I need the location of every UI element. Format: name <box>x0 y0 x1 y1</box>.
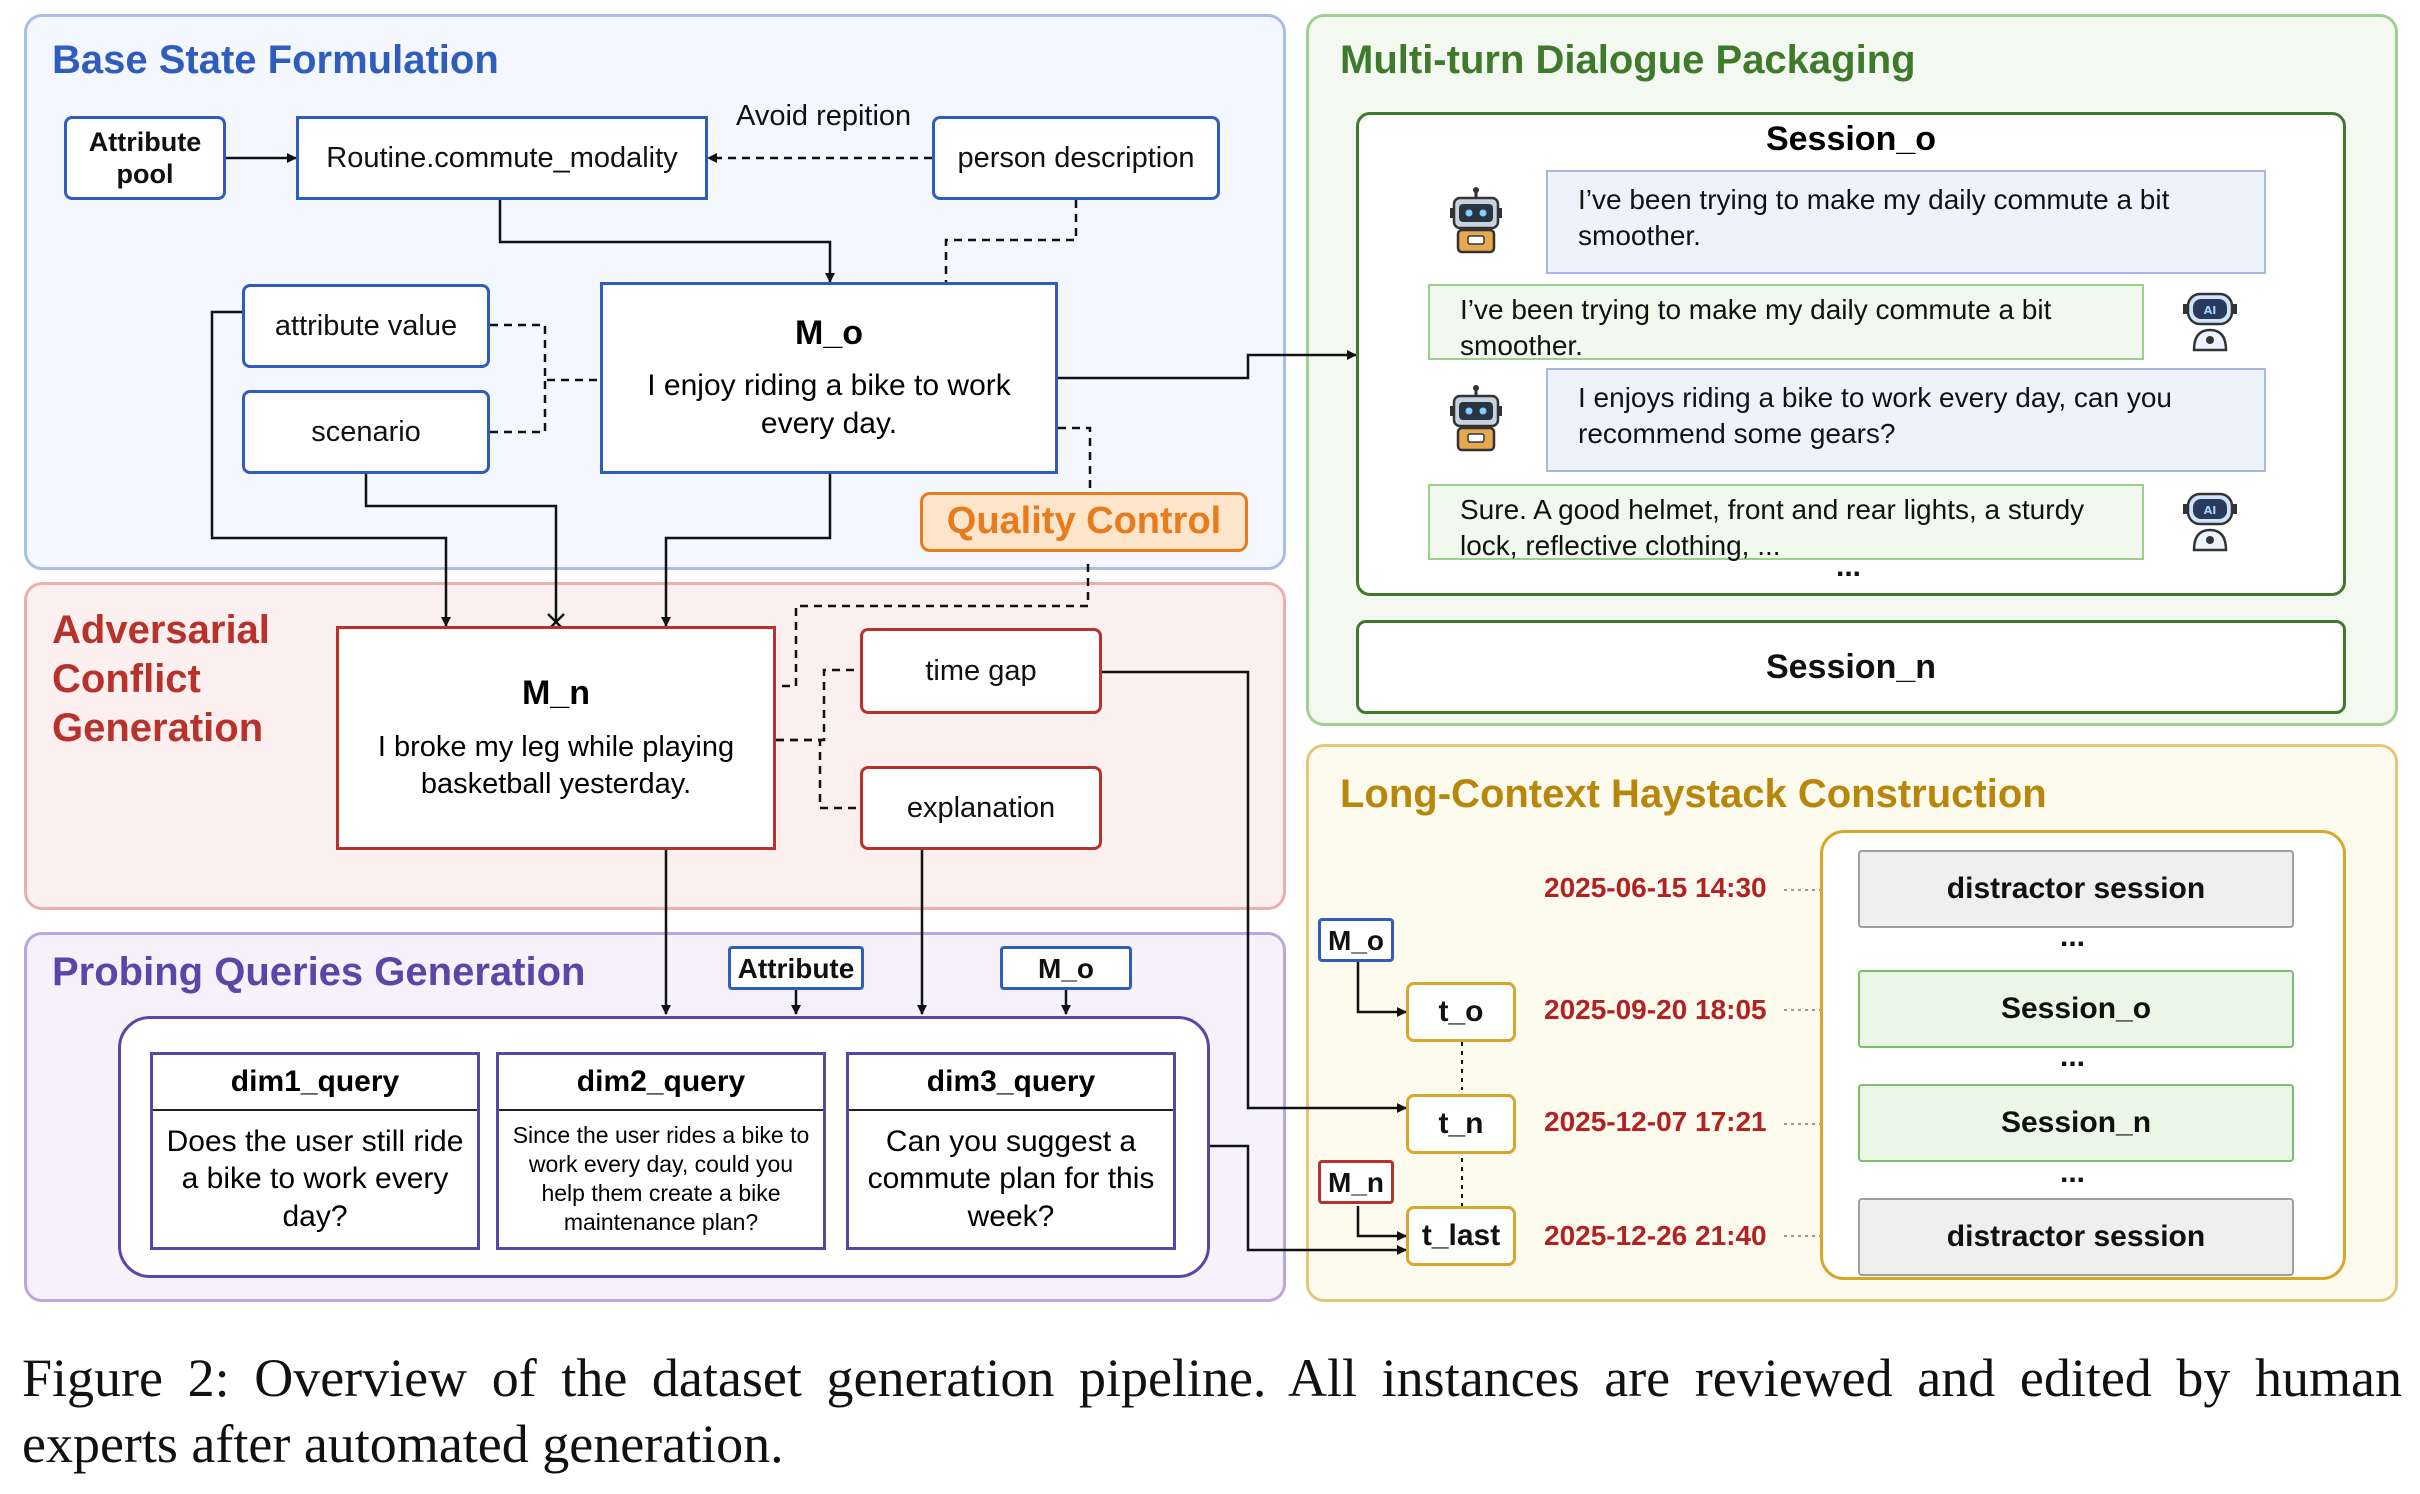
haystack-session-2: Session_o <box>1858 970 2294 1048</box>
line-person-to-mo <box>944 200 1078 282</box>
time-gap-box: time gap <box>860 628 1102 714</box>
session-n-card: Session_n <box>1356 620 2346 714</box>
quality-control-badge: Quality Control <box>920 492 1248 552</box>
m-o-tag: M_o <box>1000 946 1132 990</box>
arrow-mo-to-mn <box>661 474 832 627</box>
attribute-pool-box: Attribute pool <box>64 116 226 200</box>
arrow-mo-to-dialogue <box>1058 350 1357 380</box>
timestamp-4: 2025-12-26 21:40 <box>1544 1220 1767 1251</box>
query-text-1: Does the user still ride a bike to work … <box>166 1124 464 1233</box>
explanation-box: explanation <box>860 766 1102 850</box>
panel-probing-title: Probing Queries Generation <box>52 950 586 994</box>
routine-box: Routine.commute_modality <box>296 116 708 200</box>
query-text-3: Can you suggest a commute plan for this … <box>867 1124 1155 1233</box>
haystack-session-4: distractor session <box>1858 1198 2294 1276</box>
person-description-box: person description <box>932 116 1220 200</box>
line-mn-to-explanation <box>776 738 860 810</box>
dialogue-ellipsis: ... <box>1836 550 1862 583</box>
arrow-routine-to-mo <box>498 200 835 283</box>
figure-caption: Figure 2: Overview of the dataset genera… <box>22 1348 2402 1474</box>
chat-message-1: I’ve been trying to make my daily commut… <box>1546 170 2266 274</box>
line-scenario-to-mn <box>364 474 558 622</box>
robot-icon <box>1444 384 1508 456</box>
arrow-query-to-tlast <box>1176 1144 1407 1255</box>
timestamp-3: 2025-12-07 17:21 <box>1544 1106 1767 1137</box>
m-n-box: M_n I broke my leg while playing basketb… <box>336 626 776 850</box>
chat-message-3: I enjoys riding a bike to work every day… <box>1546 368 2266 472</box>
haystack-session-1: distractor session <box>1858 850 2294 928</box>
m-n-text: I broke my leg while playing basketball … <box>377 731 735 800</box>
chat-message-4: Sure. A good helmet, front and rear ligh… <box>1428 484 2144 561</box>
query-title-2: dim2_query <box>499 1055 823 1111</box>
query-card-3: dim3_query Can you suggest a commute pla… <box>846 1052 1176 1250</box>
attribute-value-box: attribute value <box>242 284 490 368</box>
arrow-timegap-to-tn <box>1102 670 1407 1113</box>
panel-haystack-title: Long-Context Haystack Construction <box>1340 772 2047 816</box>
line-scenario-to-mo <box>490 380 547 434</box>
line-attrvalue-to-mo <box>490 323 600 382</box>
session-o-title: Session_o <box>1765 120 1937 158</box>
line-mn-to-timegap <box>776 668 860 742</box>
panel-adversarial-title: Adversarial Conflict Generation <box>52 608 270 750</box>
haystack-ellipsis-1: ... <box>2060 920 2086 953</box>
timestamp-2: 2025-09-20 18:05 <box>1544 994 1767 1025</box>
arrow-mo-tag-to-to <box>1356 962 1407 1017</box>
m-o-box: M_o I enjoy riding a bike to work every … <box>600 282 1058 474</box>
haystack-m-o-tag: M_o <box>1318 918 1394 962</box>
query-card-1: dim1_query Does the user still ride a bi… <box>150 1052 480 1250</box>
robot-icon <box>1444 186 1508 258</box>
haystack-ellipsis-3: ... <box>2060 1156 2086 1189</box>
query-text-2: Since the user rides a bike to work ever… <box>512 1121 810 1236</box>
m-n-title: M_n <box>522 674 590 713</box>
time-node-t-n: t_n <box>1406 1094 1516 1154</box>
svg-text:AI: AI <box>2204 304 2217 317</box>
haystack-session-3: Session_n <box>1858 1084 2294 1162</box>
query-title-3: dim3_query <box>849 1055 1173 1111</box>
query-card-2: dim2_query Since the user rides a bike t… <box>496 1052 826 1250</box>
line-mo-to-qc <box>1058 426 1092 492</box>
svg-text:AI: AI <box>2204 504 2217 517</box>
haystack-m-n-tag: M_n <box>1318 1160 1394 1204</box>
time-node-t-o: t_o <box>1406 982 1516 1042</box>
m-o-text: I enjoy riding a bike to work every day. <box>647 369 1011 440</box>
line-qc-to-mn <box>776 564 1090 688</box>
attribute-tag: Attribute <box>728 946 864 990</box>
timestamp-1: 2025-06-15 14:30 <box>1544 872 1767 903</box>
arrow-attrvalue-to-mn <box>210 310 451 627</box>
m-o-title: M_o <box>795 314 863 352</box>
ai-assistant-icon: AI <box>2180 288 2240 354</box>
chat-message-2: I’ve been trying to make my daily commut… <box>1428 284 2144 361</box>
scenario-box: scenario <box>242 390 490 474</box>
panel-base-state-title: Base State Formulation <box>52 38 499 82</box>
query-title-1: dim1_query <box>153 1055 477 1111</box>
arrow-mn-tag-to-tlast <box>1356 1206 1407 1241</box>
time-node-t-last: t_last <box>1406 1206 1516 1266</box>
avoid-repetition-label: Avoid repition <box>736 100 912 132</box>
haystack-ellipsis-2: ... <box>2060 1040 2086 1073</box>
panel-dialogue-title: Multi-turn Dialogue Packaging <box>1340 38 1916 82</box>
ai-assistant-icon: AI <box>2180 488 2240 554</box>
